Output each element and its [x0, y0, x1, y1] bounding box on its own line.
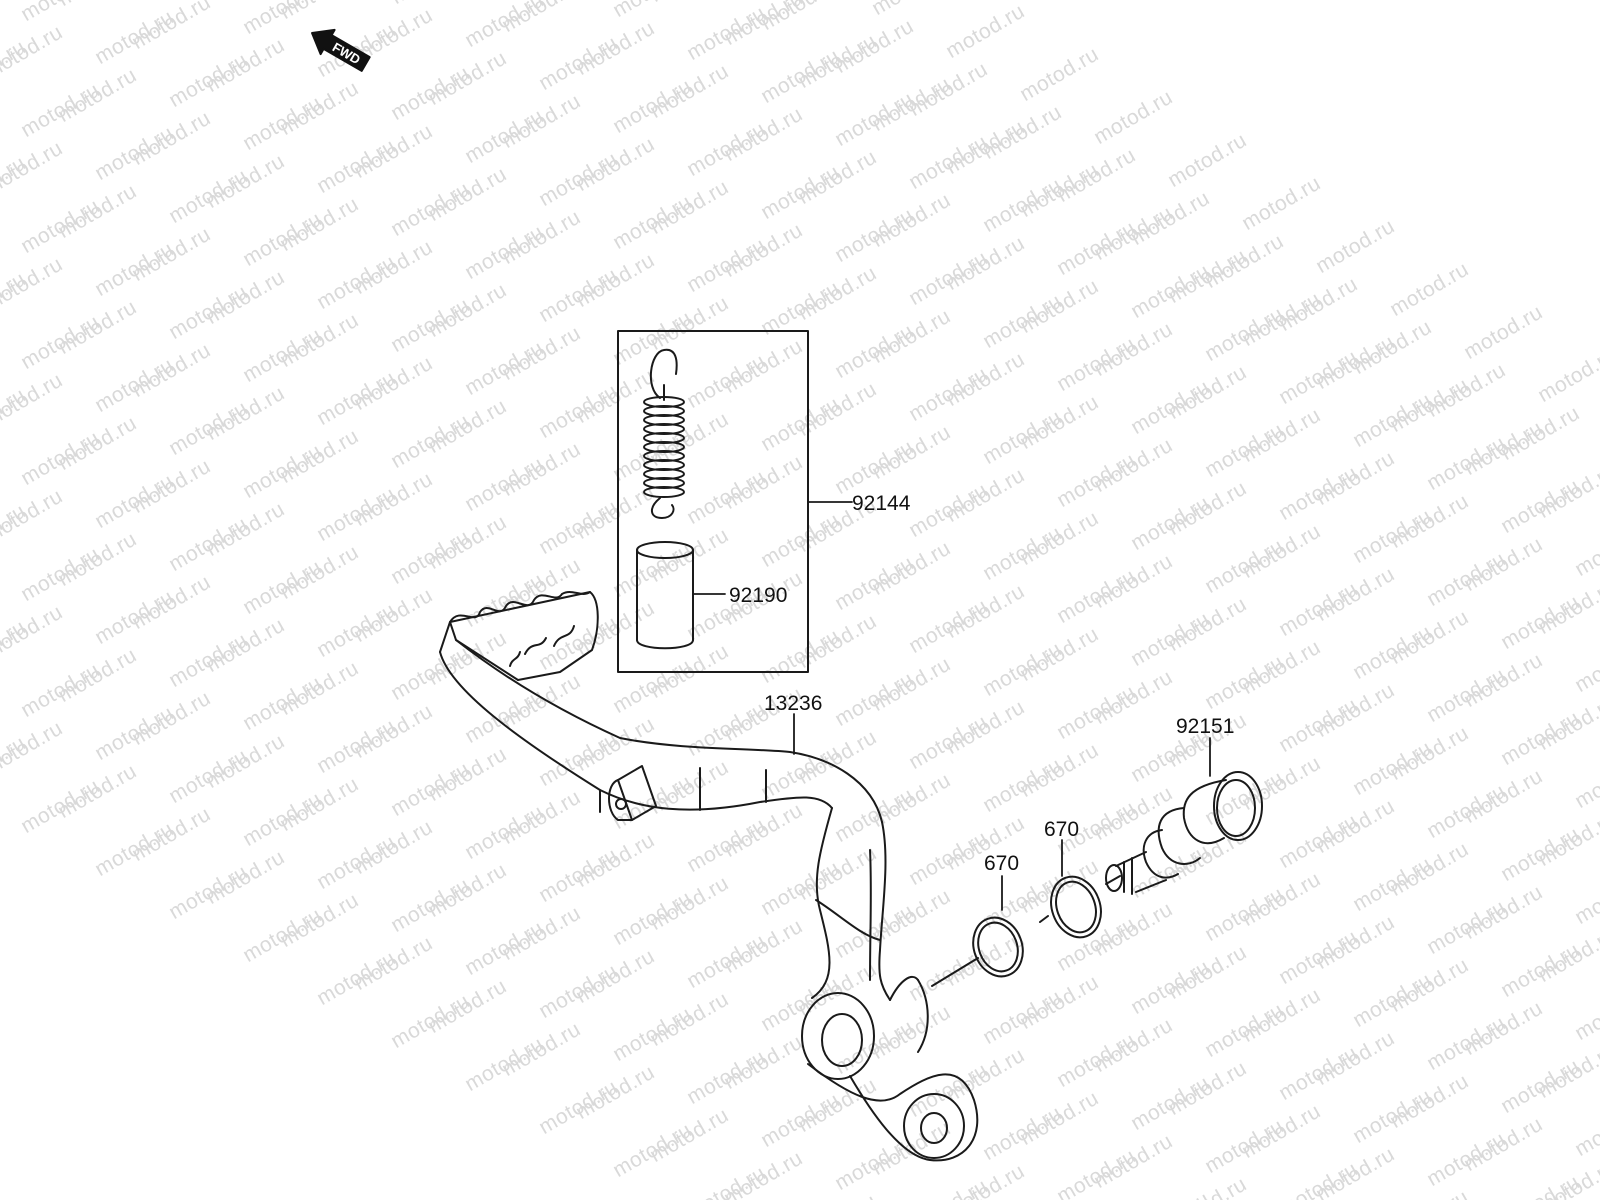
fwd-arrow-icon: FWD	[311, 28, 371, 72]
pivot-axis-line	[931, 875, 1121, 987]
pivot-bolt	[1105, 771, 1263, 895]
spring-kit-box	[617, 330, 809, 673]
return-spring	[643, 348, 685, 519]
callout-collar: 92190	[729, 584, 787, 607]
collar-part	[636, 541, 694, 650]
callout-o-ring-inner: 670	[984, 852, 1019, 875]
o-ring-inner	[972, 916, 1024, 978]
callout-o-ring-outer: 670	[1044, 818, 1079, 841]
callout-pivot-bolt: 92151	[1176, 715, 1234, 738]
callout-spring-kit: 92144	[852, 492, 911, 515]
leader-lines	[692, 501, 1211, 911]
brake-pedal	[439, 591, 979, 1162]
callout-brake-pedal: 13236	[764, 692, 822, 715]
o-ring-outer	[1050, 875, 1102, 939]
